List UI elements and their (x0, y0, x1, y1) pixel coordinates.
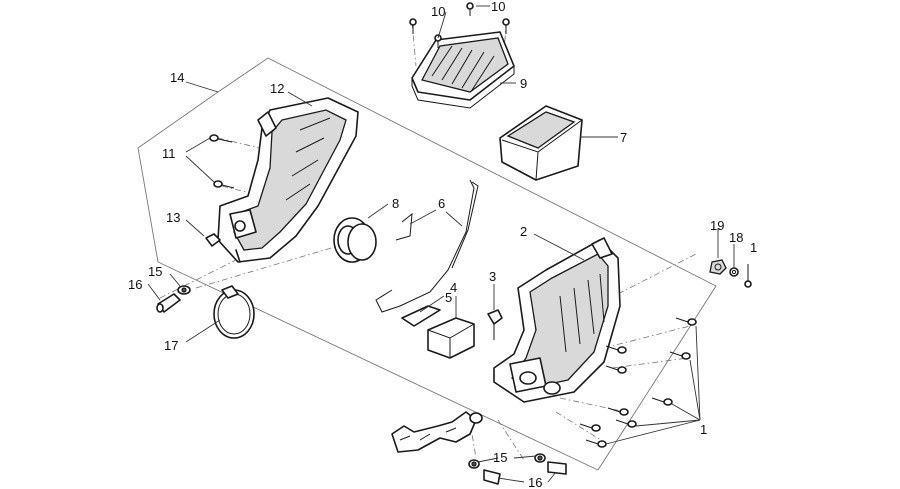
callout-6: 6 (438, 196, 445, 211)
callout-11: 11 (162, 146, 176, 161)
connector-bottom-b (534, 453, 546, 463)
screw-icon (605, 345, 627, 354)
hose (391, 411, 477, 453)
screw-icon (675, 317, 697, 326)
callout-12: 12 (270, 81, 284, 96)
connector-at-housing (469, 412, 483, 424)
rubber-tube-left (156, 293, 181, 313)
screw-icon (605, 365, 627, 374)
rubber-ring (333, 217, 377, 263)
screw-icon (409, 18, 417, 34)
callout-1: 1 (700, 422, 707, 437)
nut (709, 259, 727, 275)
screw-icon (615, 419, 637, 428)
callout-19: 19 (710, 218, 724, 233)
callout-15: 15 (148, 264, 162, 279)
left-housing-screws (209, 134, 235, 189)
callout-15: 15 (493, 450, 507, 465)
callout-9: 9 (520, 76, 527, 91)
callout-10: 10 (431, 4, 445, 19)
screw-icon (213, 180, 235, 189)
gasket (401, 305, 441, 327)
screw-icon (744, 264, 752, 288)
screw-icon (607, 407, 629, 416)
callout-16: 16 (528, 475, 542, 489)
callout-10: 10 (491, 0, 505, 14)
callout-5: 5 (445, 290, 452, 305)
callout-17: 17 (164, 338, 178, 353)
rubber-tube-bottom-a (483, 469, 501, 485)
clip (487, 309, 503, 340)
assembly-frame (137, 57, 717, 471)
right-housing-screws (579, 264, 752, 448)
plug (205, 233, 221, 247)
screw-icon (585, 439, 607, 448)
air-filter-cover (411, 31, 515, 109)
rubber-tube-bottom-b (547, 461, 567, 475)
assembly-axis-lines (159, 21, 697, 461)
connector-left (177, 285, 191, 295)
callout-1: 1 (750, 240, 757, 255)
screw-icon (502, 18, 510, 34)
callout-3: 3 (489, 269, 496, 284)
connector-bottom-a (468, 459, 480, 469)
callout-4: 4 (450, 280, 457, 295)
callout-16: 16 (128, 277, 142, 292)
callouts: 10 10 9 7 14 12 11 8 6 13 2 19 18 1 15 1… (128, 0, 757, 489)
washer (729, 267, 739, 277)
callout-8: 8 (392, 196, 399, 211)
callout-7: 7 (620, 130, 627, 145)
leader-lines (147, 5, 735, 483)
callout-18: 18 (729, 230, 743, 245)
callout-13: 13 (166, 210, 180, 225)
foam-block (427, 317, 475, 359)
right-housing (493, 237, 621, 403)
callout-14: 14 (170, 70, 184, 85)
screw-icon (466, 2, 474, 16)
left-housing (217, 97, 359, 263)
wire-spring (375, 179, 479, 313)
clamp-ring (213, 285, 255, 339)
callout-2: 2 (520, 224, 527, 239)
air-filter-element (499, 105, 583, 181)
screw-icon (669, 351, 691, 360)
screw-icon (579, 423, 601, 432)
screw-icon (651, 397, 673, 406)
